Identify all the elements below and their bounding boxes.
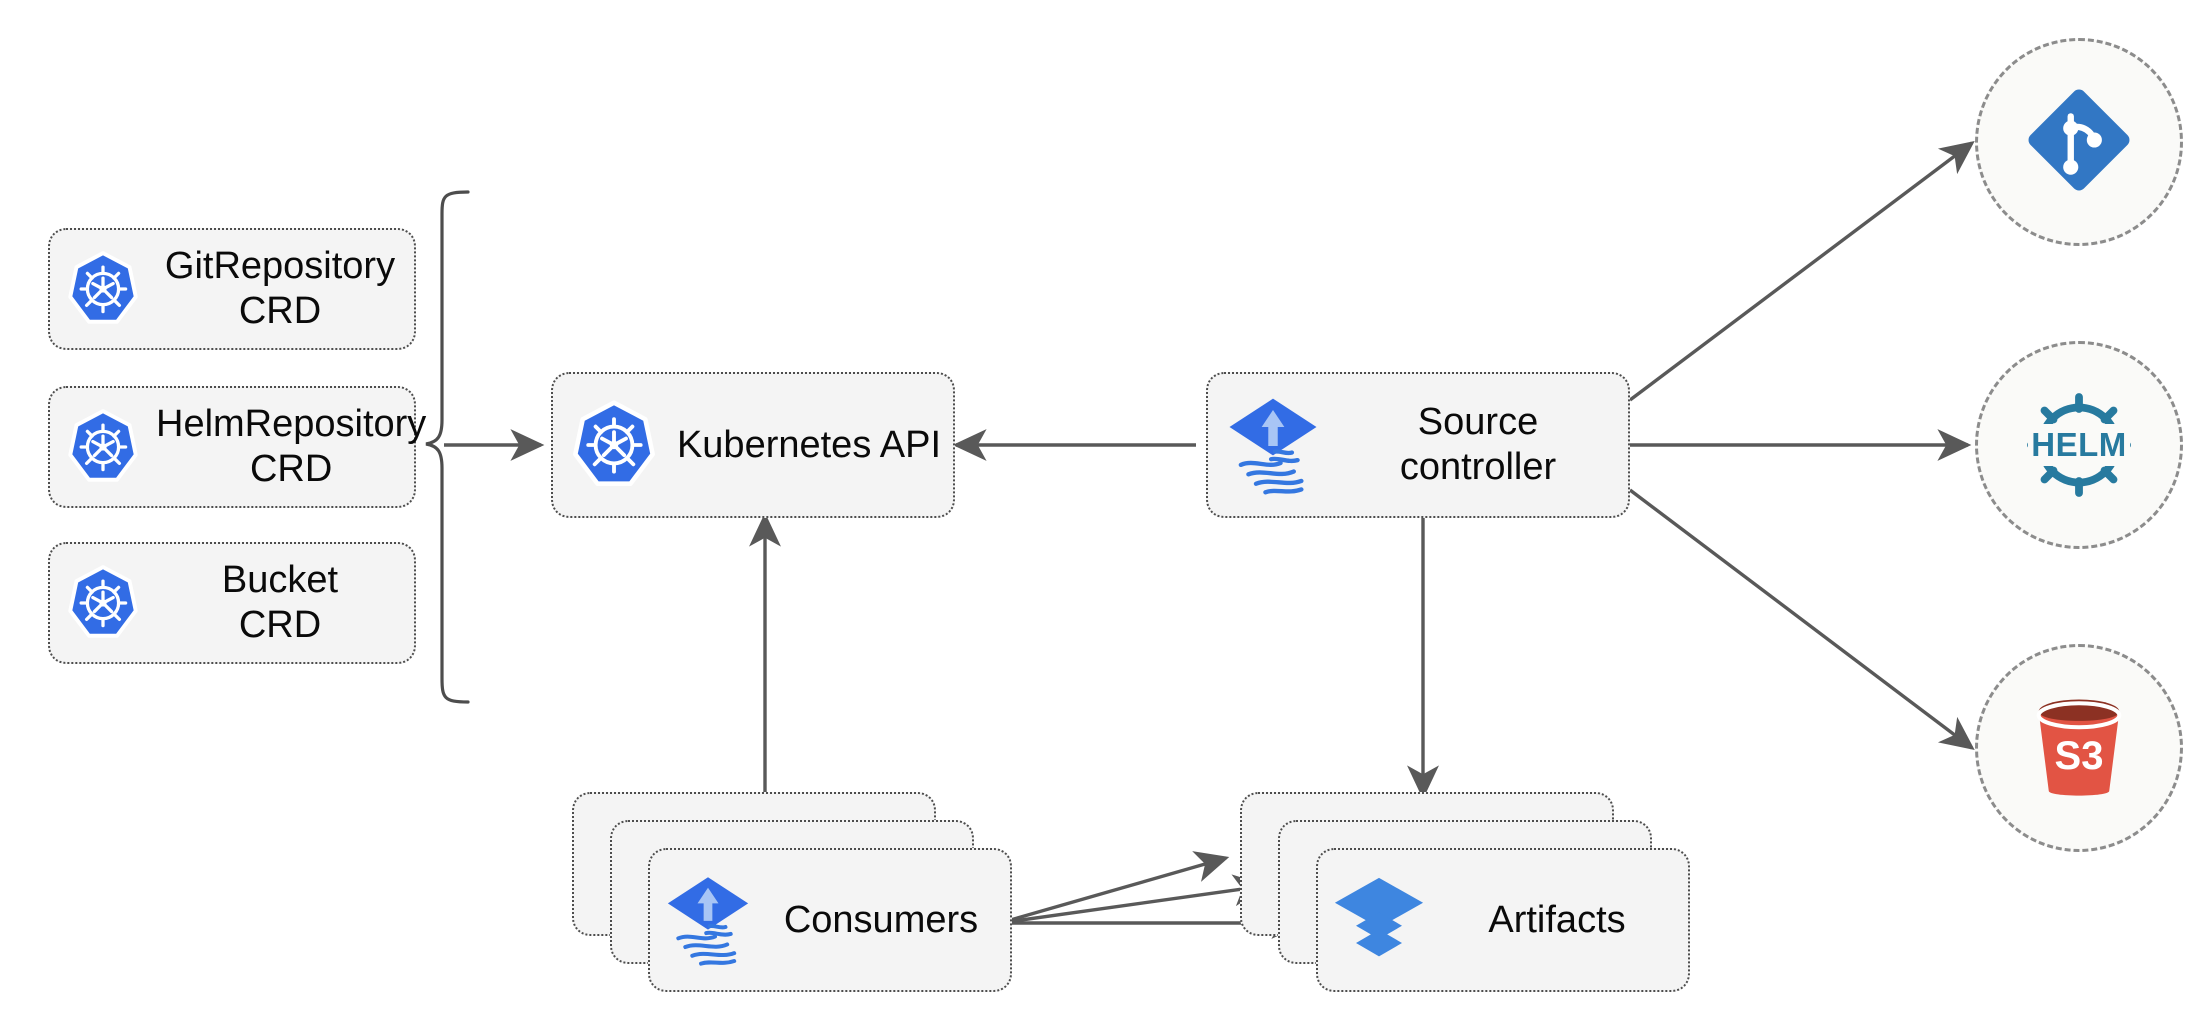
git-icon xyxy=(2020,81,2138,204)
crd-label-helmrepository: HelmRepository CRD xyxy=(156,403,427,490)
crd-box-helmrepository[interactable]: HelmRepository CRD xyxy=(48,386,426,508)
edge-consumers-to-artifacts-1 xyxy=(999,851,1230,925)
external-target-s3[interactable]: S3 xyxy=(1975,644,2183,852)
flux-icon xyxy=(650,872,766,968)
node-source-controller[interactable]: Source controller xyxy=(1206,372,1630,518)
crd-box-gitrepository[interactable]: GitRepository CRD xyxy=(48,228,416,350)
consumers-sheet-front[interactable]: Consumers xyxy=(648,848,1012,992)
flux-icon xyxy=(1208,393,1338,497)
layers-icon xyxy=(1318,874,1440,966)
external-target-git[interactable] xyxy=(1975,38,2183,246)
node-label-source-controller: Source controller xyxy=(1399,401,1557,488)
crd-label-gitrepository: GitRepository CRD xyxy=(164,245,396,332)
node-label-consumers: Consumers xyxy=(783,898,979,941)
kubernetes-icon xyxy=(50,564,156,642)
kubernetes-icon xyxy=(553,399,675,491)
s3-wordmark: S3 xyxy=(2054,733,2104,778)
node-kubernetes-api[interactable]: Kubernetes API xyxy=(551,372,955,518)
helm-icon: HELM xyxy=(2004,370,2154,520)
external-target-helm[interactable]: HELM xyxy=(1975,341,2183,549)
node-artifacts[interactable]: Artifacts xyxy=(1240,792,1690,992)
artifacts-sheet-front[interactable]: Artifacts xyxy=(1316,848,1690,992)
crd-label-bucket: Bucket CRD xyxy=(221,559,339,646)
helm-wordmark: HELM xyxy=(2028,424,2130,466)
crd-box-bucket[interactable]: Bucket CRD xyxy=(48,542,416,664)
edge-source-controller-to-s3 xyxy=(1628,488,1975,751)
kubernetes-icon xyxy=(50,408,156,486)
kubernetes-icon xyxy=(50,250,156,328)
node-consumers[interactable]: Consumers xyxy=(572,792,1012,992)
node-label-artifacts: Artifacts xyxy=(1488,898,1626,941)
node-label-kubernetes-api: Kubernetes API xyxy=(676,423,942,466)
edge-source-controller-to-git xyxy=(1628,140,1975,402)
s3-bucket-icon: S3 xyxy=(2016,685,2142,811)
edge-consumers-to-artifacts-2 xyxy=(999,874,1268,925)
